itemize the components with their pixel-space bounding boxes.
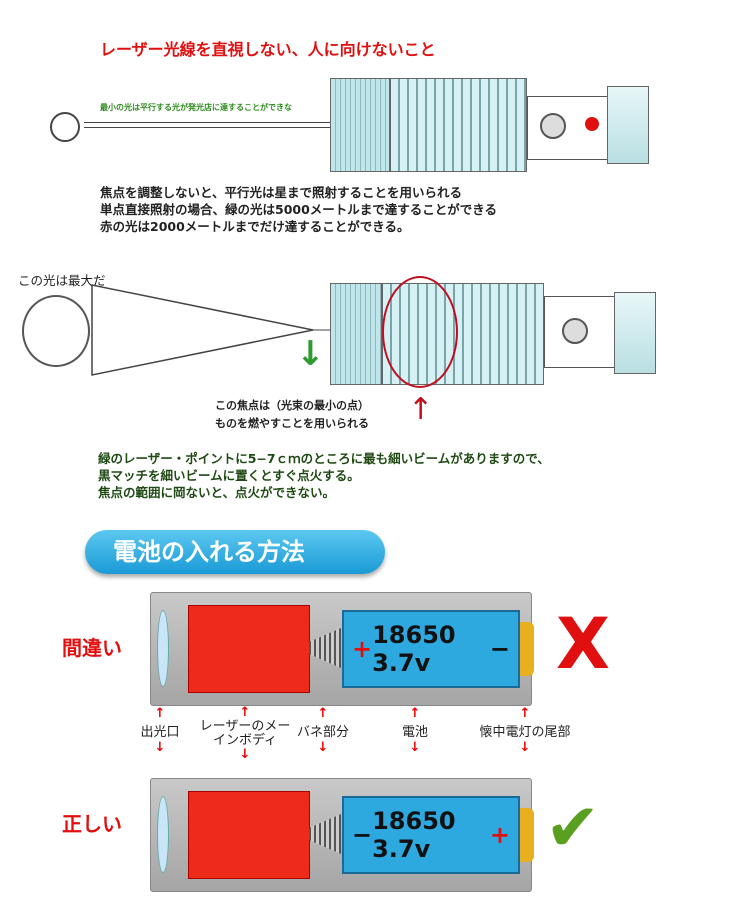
- up-arrow-icon: ↑: [409, 706, 421, 721]
- text-line: 赤の光は2000メートルまでだけ達することができる。: [100, 219, 410, 234]
- text-line: この焦点は（光束の最小の点）: [215, 399, 369, 412]
- down-arrow-icon: ↓: [519, 740, 531, 755]
- part-spring: ↑ バネ部分↓: [293, 706, 353, 755]
- highlight-ellipse: [382, 276, 458, 388]
- green-arrow-icon: ↓: [296, 334, 325, 374]
- down-arrow-icon: ↓: [317, 740, 329, 755]
- down-arrow-icon: ↓: [239, 747, 251, 762]
- battery-text: 18650 3.7v: [372, 621, 456, 677]
- part-tail: ↑ 懐中電灯の尾部↓: [470, 706, 580, 755]
- text-line: 焦点の範囲に岡ないと、点火ができない。: [98, 485, 336, 500]
- laser-ribs: [390, 78, 527, 172]
- right-label: 正しい: [62, 812, 122, 836]
- part-label: 出光口: [140, 725, 180, 740]
- laser-tube: [607, 86, 649, 164]
- part-label: レーザーのメーインボディ: [199, 719, 291, 748]
- laser-tube: [614, 292, 656, 374]
- text-line: ものを燃やすことを用いられる: [215, 417, 369, 430]
- up-arrow-icon: ↑: [154, 706, 166, 721]
- up-arrow-icon: ↑: [317, 706, 329, 721]
- up-arrow-icon: ↑: [519, 706, 531, 721]
- part-labels: ↑出光口↓ ↑レーザーのメーインボディ↓ ↑バネ部分↓ ↑電池↓ ↑懐中電灯の尾…: [0, 706, 734, 776]
- laser-body-box: [188, 791, 310, 879]
- lens: [157, 610, 169, 687]
- down-arrow-icon: ↓: [154, 740, 166, 755]
- focus-text: 緑のレーザー・ポイントに5−7ｃｍのところに最も細いビームがありますので、 黒マ…: [98, 450, 550, 501]
- lens: [157, 796, 169, 873]
- wrong-x-icon: X: [556, 603, 610, 685]
- down-arrow-icon: ↓: [409, 740, 421, 755]
- switch-icon: [562, 318, 588, 344]
- warning-title: レーザー光線を直視しない、人に向けないこと: [100, 40, 436, 59]
- text-line: 黒マッチを細いビームに置くとすぐ点火する。: [98, 468, 360, 483]
- red-dot-icon: [585, 117, 599, 131]
- part-label: 懐中電灯の尾部: [479, 725, 571, 740]
- max-label: この光は最大だ: [18, 273, 106, 288]
- laser-body-box: [188, 605, 310, 693]
- focus-point-text: この焦点は（光束の最小の点） ものを燃やすことを用いられる: [215, 397, 369, 433]
- battery-right: − 18650 3.7v +: [342, 796, 520, 874]
- check-icon: ✔: [545, 789, 601, 866]
- battery-wrong: + 18650 3.7v −: [342, 610, 520, 688]
- text-line: 緑のレーザー・ポイントに5−7ｃｍのところに最も細いビームがありますので、: [98, 451, 550, 466]
- battery-text: 18650 3.7v: [372, 807, 456, 863]
- part-battery: ↑ 電池↓: [395, 706, 435, 755]
- tail-cap: [520, 622, 534, 676]
- wrong-label: 間違い: [62, 636, 122, 660]
- laser-knurl: [330, 283, 382, 385]
- tail-cap: [520, 808, 534, 862]
- beam-circle: [50, 112, 80, 142]
- minus-sign: −: [352, 821, 373, 849]
- red-arrow-icon: ↑: [408, 392, 434, 427]
- minus-sign: −: [489, 635, 510, 663]
- beam-line: [84, 122, 330, 128]
- battery-title-banner: 電池の入れる方法: [85, 530, 385, 574]
- text-line: 焦点を調整しないと、平行光は星まで照射することを用いられる: [100, 185, 463, 200]
- text-line: 単点直接照射の場合、緑の光は5000メートルまで達することができる: [100, 202, 498, 217]
- plus-sign: +: [489, 821, 510, 849]
- up-arrow-icon: ↑: [239, 705, 251, 720]
- beam-note: 最小の光は平行する光が発光店に達することができな: [100, 103, 292, 112]
- laser-knurl: [330, 78, 390, 172]
- plus-sign: +: [352, 635, 373, 663]
- part-label: 電池: [401, 725, 428, 740]
- beam-cone: [91, 284, 333, 376]
- part-exit: ↑ 出光口↓: [140, 706, 180, 755]
- part-main-body: ↑レーザーのメーインボディ↓: [195, 706, 295, 762]
- switch-icon: [540, 113, 566, 139]
- part-label: バネ部分: [296, 725, 349, 740]
- top-text: 焦点を調整しないと、平行光は星まで照射することを用いられる 単点直接照射の場合、…: [100, 184, 497, 235]
- beam-circle-large: [22, 295, 90, 367]
